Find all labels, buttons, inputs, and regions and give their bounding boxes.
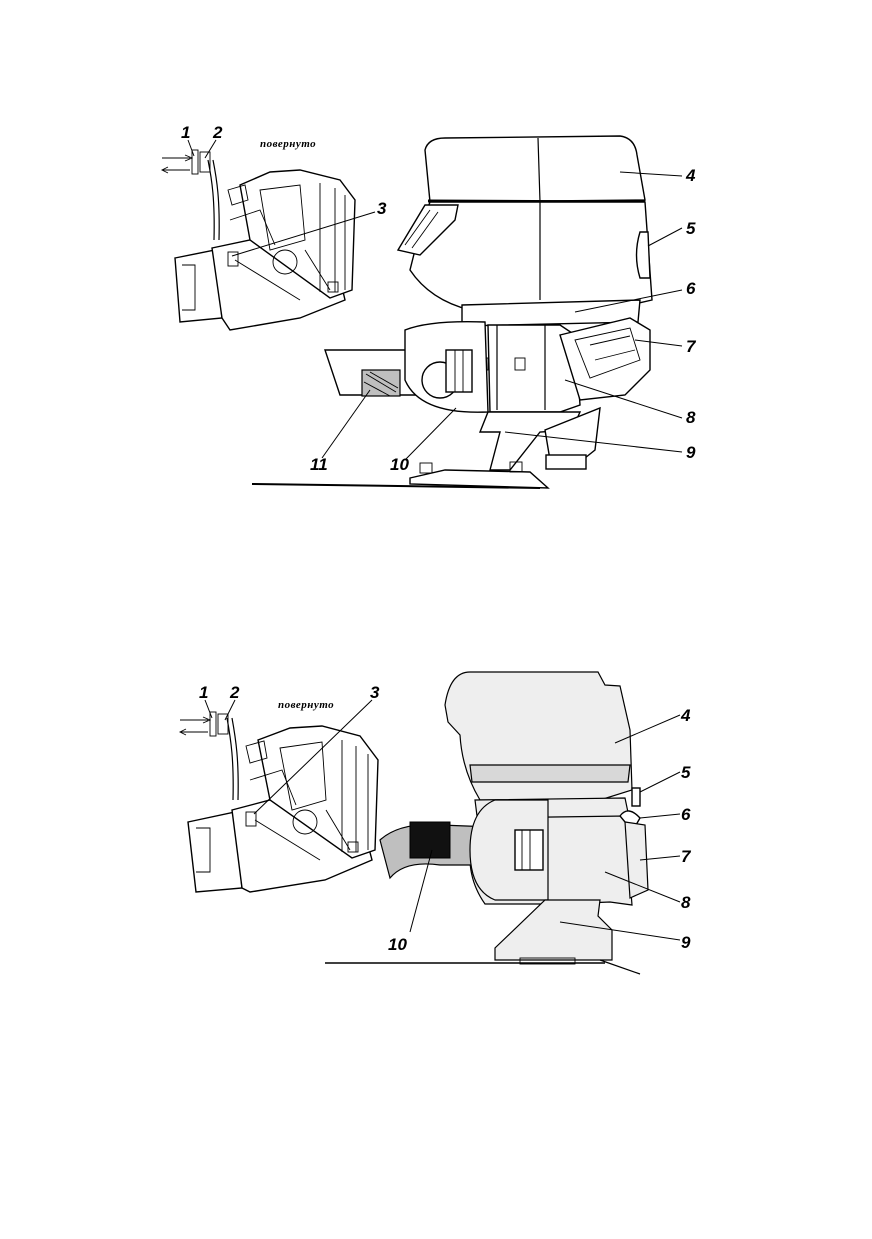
diagram-bottom-drawing: повернуто 1 2 3 4 5 6 7 8 9 10 (178, 671, 692, 975)
callout-bottom-1: 1 (199, 683, 208, 702)
callout-top-5: 5 (686, 219, 696, 238)
diagram-top-drawing: повернуто 1 2 3 4 5 6 7 8 9 10 11 (160, 123, 697, 489)
leaders-top (187, 139, 683, 461)
inset-engine-bottom (178, 711, 379, 893)
rotated-caption-bottom: повернуто (278, 699, 334, 711)
callout-top-7: 7 (686, 337, 697, 356)
callout-bottom-5: 5 (681, 763, 691, 782)
callout-bottom-7: 7 (681, 847, 692, 866)
main-machine-top (251, 135, 653, 489)
main-machine-bottom (325, 671, 649, 975)
callout-bottom-8: 8 (681, 893, 691, 912)
callout-top-2: 2 (212, 123, 223, 142)
callout-bottom-2: 2 (229, 683, 240, 702)
callout-bottom-9: 9 (681, 933, 691, 952)
callout-top-9: 9 (686, 443, 696, 462)
inset-engine-top (160, 149, 356, 331)
leaders-bottom (204, 699, 681, 941)
callout-top-8: 8 (686, 408, 696, 427)
diagram-bottom: повернуто 1 2 3 4 5 6 7 8 9 10 (0, 560, 872, 1000)
callout-top-11: 11 (310, 455, 328, 474)
callout-top-3: 3 (377, 199, 387, 218)
callout-bottom-10: 10 (388, 935, 407, 954)
callout-bottom-6: 6 (681, 805, 691, 824)
callout-bottom-4: 4 (680, 706, 691, 725)
callout-top-10: 10 (390, 455, 409, 474)
diagram-top: повернуто 1 2 3 4 5 6 7 8 9 10 11 (0, 0, 872, 520)
callout-top-1: 1 (181, 123, 190, 142)
callout-top-4: 4 (685, 166, 696, 185)
callout-top-6: 6 (686, 279, 696, 298)
callout-bottom-3: 3 (370, 683, 380, 702)
rotated-caption-top: повернуто (260, 138, 316, 150)
